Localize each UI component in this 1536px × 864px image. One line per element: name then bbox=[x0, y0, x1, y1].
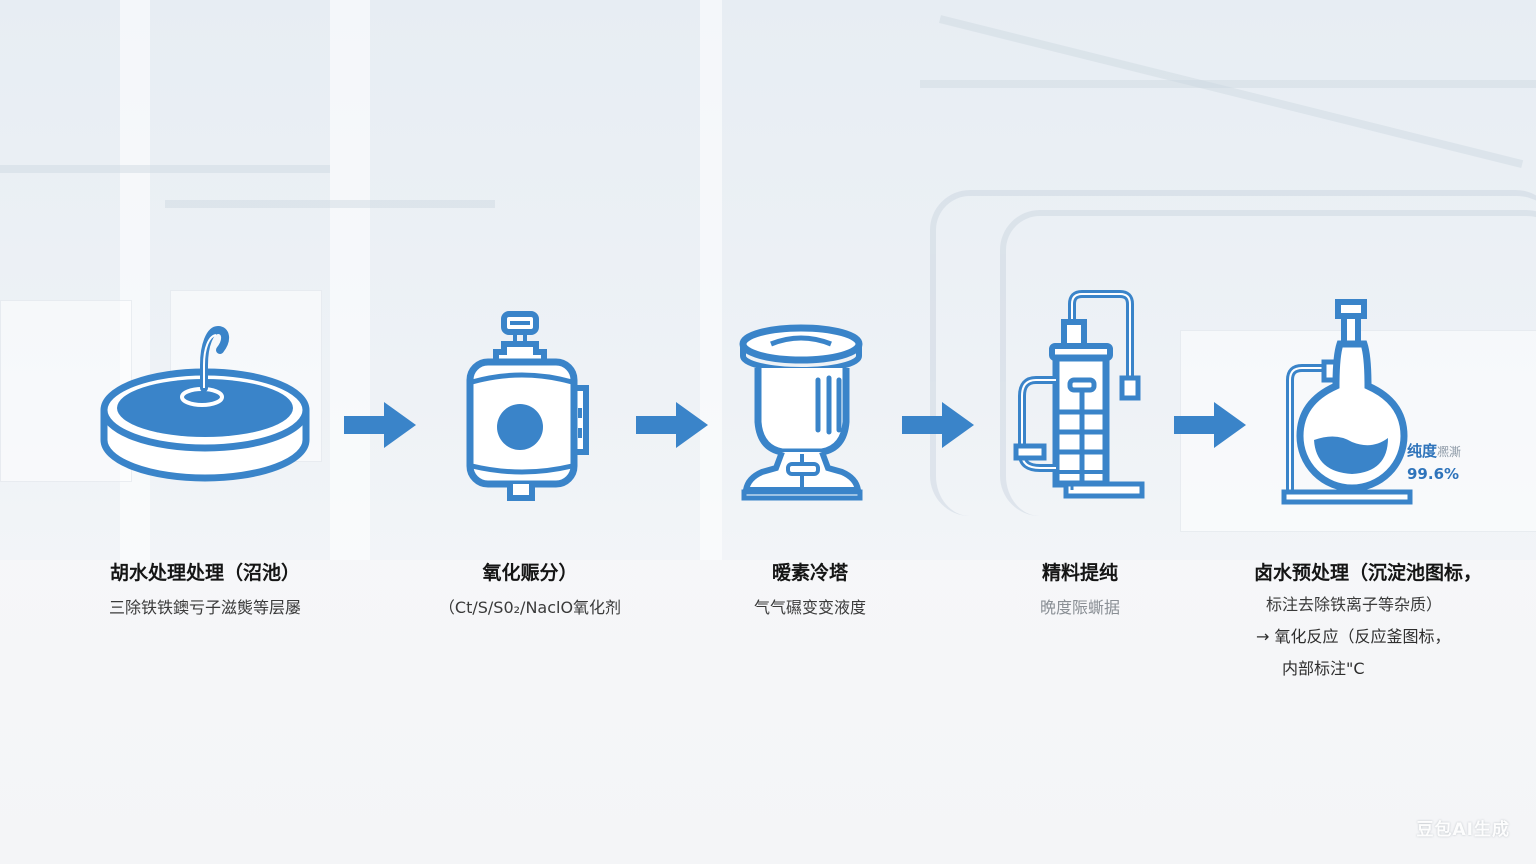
purity-label-suffix: 凞澌 bbox=[1437, 445, 1462, 459]
step-label-2: 氧化赈分） （Ct/S/S0₂/NaclO氧化剂 bbox=[400, 558, 660, 618]
step-title: 暧素冷塔 bbox=[771, 562, 848, 584]
step-label-4: 精料提纯 晩度陙蟖据 bbox=[1000, 558, 1160, 618]
arrow-right-icon bbox=[344, 402, 416, 448]
arrow-right-icon bbox=[902, 402, 974, 448]
sedimentation-tank-icon bbox=[100, 325, 310, 482]
oxidation-reactor-icon bbox=[466, 311, 589, 501]
step-title: 氧化赈分） bbox=[482, 562, 578, 584]
step-subtitle: （Ct/S/S0₂/NaclO氧化剂 bbox=[438, 598, 622, 617]
step-subtitle: 气气礘变变液度 bbox=[753, 598, 866, 617]
step-label-3: 暧素冷塔 气气礘变变液度 bbox=[710, 558, 910, 618]
step-subtitle: 标注去除铁离子等杂质） bbox=[1266, 595, 1443, 614]
arrow-right-icon bbox=[1174, 402, 1246, 448]
cooling-tower-icon bbox=[739, 324, 863, 501]
step-subtitle-3: 内部标注"C bbox=[1282, 659, 1365, 678]
step-title: 卤水预处理（沉淀池图标， bbox=[1254, 562, 1483, 584]
arrow-right-icon bbox=[636, 402, 708, 448]
purity-value: 99.6% bbox=[1407, 465, 1460, 483]
step-subtitle: 晩度陙蟖据 bbox=[1039, 598, 1120, 617]
watermark: 豆包AI生成 bbox=[1416, 820, 1510, 840]
distillation-column-icon bbox=[1013, 290, 1145, 499]
purity-label: 纯度 bbox=[1407, 442, 1438, 460]
step-subtitle: 三除铁铁鐭亏子滋熋等层屡 bbox=[108, 598, 301, 617]
flask-icon bbox=[1281, 299, 1413, 505]
purity-indicator: 纯度凞澌 99.6% bbox=[1407, 440, 1461, 483]
step-label-5: 卤水预处理（沉淀池图标， 标注去除铁离子等杂质） → 氧化反应（反应釜图标， 内… bbox=[1254, 558, 1524, 679]
step-title: 胡水处理处理（沼池） bbox=[109, 562, 300, 584]
step-title: 精料提纯 bbox=[1041, 562, 1118, 584]
step-label-1: 胡水处理处理（沼池） 三除铁铁鐭亏子滋熋等层屡 bbox=[70, 558, 340, 618]
step-subtitle-2: → 氧化反应（反应釜图标， bbox=[1256, 627, 1451, 646]
